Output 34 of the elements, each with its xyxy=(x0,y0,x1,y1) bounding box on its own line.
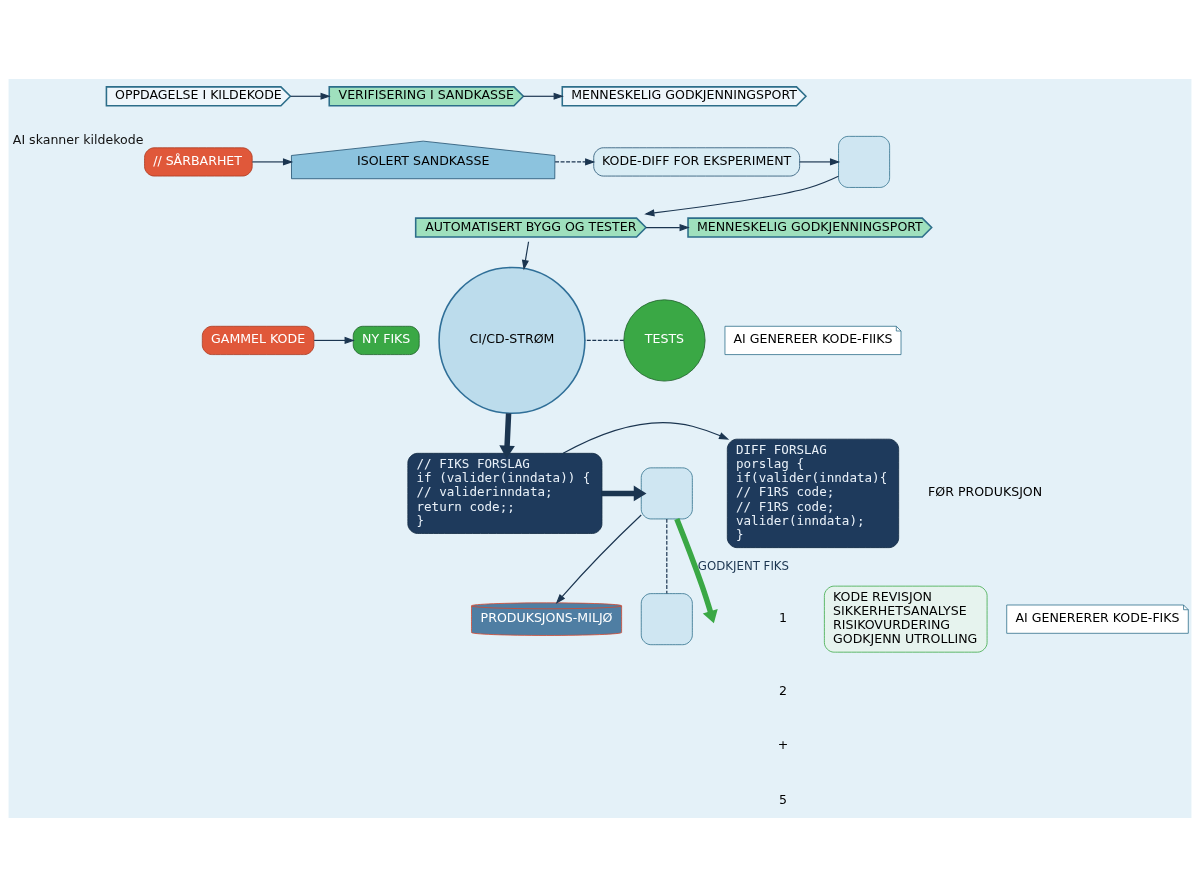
label: 2 xyxy=(779,682,788,698)
arrow xyxy=(289,92,331,100)
node-circle: CI/CD-STRØM xyxy=(438,266,586,414)
label: 1 xyxy=(779,609,788,625)
node-box: NY FIKS xyxy=(352,325,420,355)
connector xyxy=(584,339,625,341)
edge-label: GODKJENT FIKS xyxy=(697,558,790,573)
arrow xyxy=(644,175,840,216)
connector xyxy=(666,517,668,594)
arrow xyxy=(522,92,564,100)
node-box: // FIKS FORSLAG if (valider(inndata)) { // validerinndata; return code;; } xyxy=(407,452,603,534)
label: + xyxy=(777,736,789,752)
arrow xyxy=(554,157,596,165)
arrow xyxy=(562,421,730,454)
node-box: GAMMEL KODE xyxy=(201,325,315,355)
node-box: DIFF FORSLAG porslag { if(valider(inndata){ // F1RS code; // F1RS code; valider(inndata); } xyxy=(726,438,900,548)
node-box: KODE-DIFF FOR EKSPERIMENT xyxy=(593,146,801,176)
label: FØR PRODUKSJON xyxy=(928,483,1043,499)
node-box: KODE REVISJON SIKKERHETSANALYSE RISIKOVURDERING GODKJENN UTROLLING xyxy=(824,585,988,653)
arrow xyxy=(313,336,355,344)
arrow xyxy=(799,157,841,165)
node-box xyxy=(838,135,890,188)
arrow xyxy=(521,240,530,270)
node-label: AI skanner kildekode xyxy=(12,131,144,147)
arrow xyxy=(645,223,690,231)
label: 5 xyxy=(779,791,788,807)
node-box: // SÅRBARHET xyxy=(144,146,253,176)
node-circle: TESTS xyxy=(623,298,706,381)
arrow xyxy=(555,513,642,604)
arrow xyxy=(602,485,647,501)
node-box xyxy=(640,466,693,519)
arrow xyxy=(499,412,515,458)
arrow xyxy=(251,157,294,165)
node-box xyxy=(640,592,693,645)
